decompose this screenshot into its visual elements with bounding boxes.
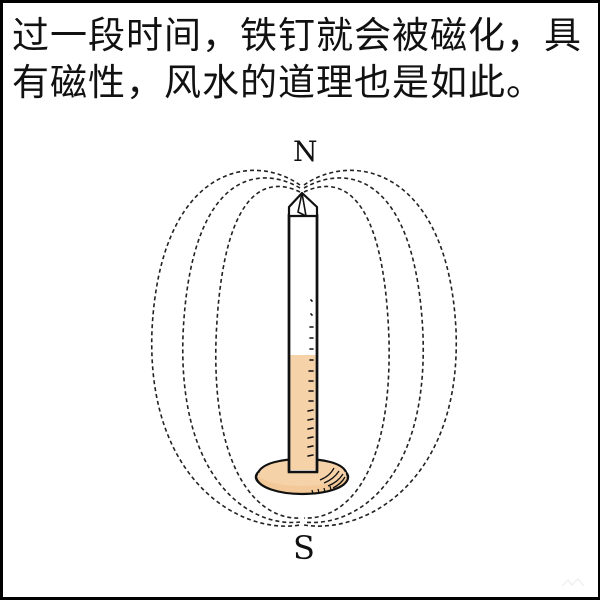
south-pole-label: S [293,529,315,567]
nail-tip [287,191,319,218]
caption-line-1: 过一段时间，铁钉就会被磁化，具 [12,14,582,57]
north-pole-label: N [293,135,318,168]
magnetic-field-lines [151,169,457,527]
nail-shaft [287,213,319,474]
caption-line-2: 有磁性，风水的道理也是如此。 [12,61,544,104]
watermark-icon [561,577,585,587]
caption-text: 过一段时间，铁钉就会被磁化，具 有磁性，风水的道理也是如此。 [12,12,592,106]
